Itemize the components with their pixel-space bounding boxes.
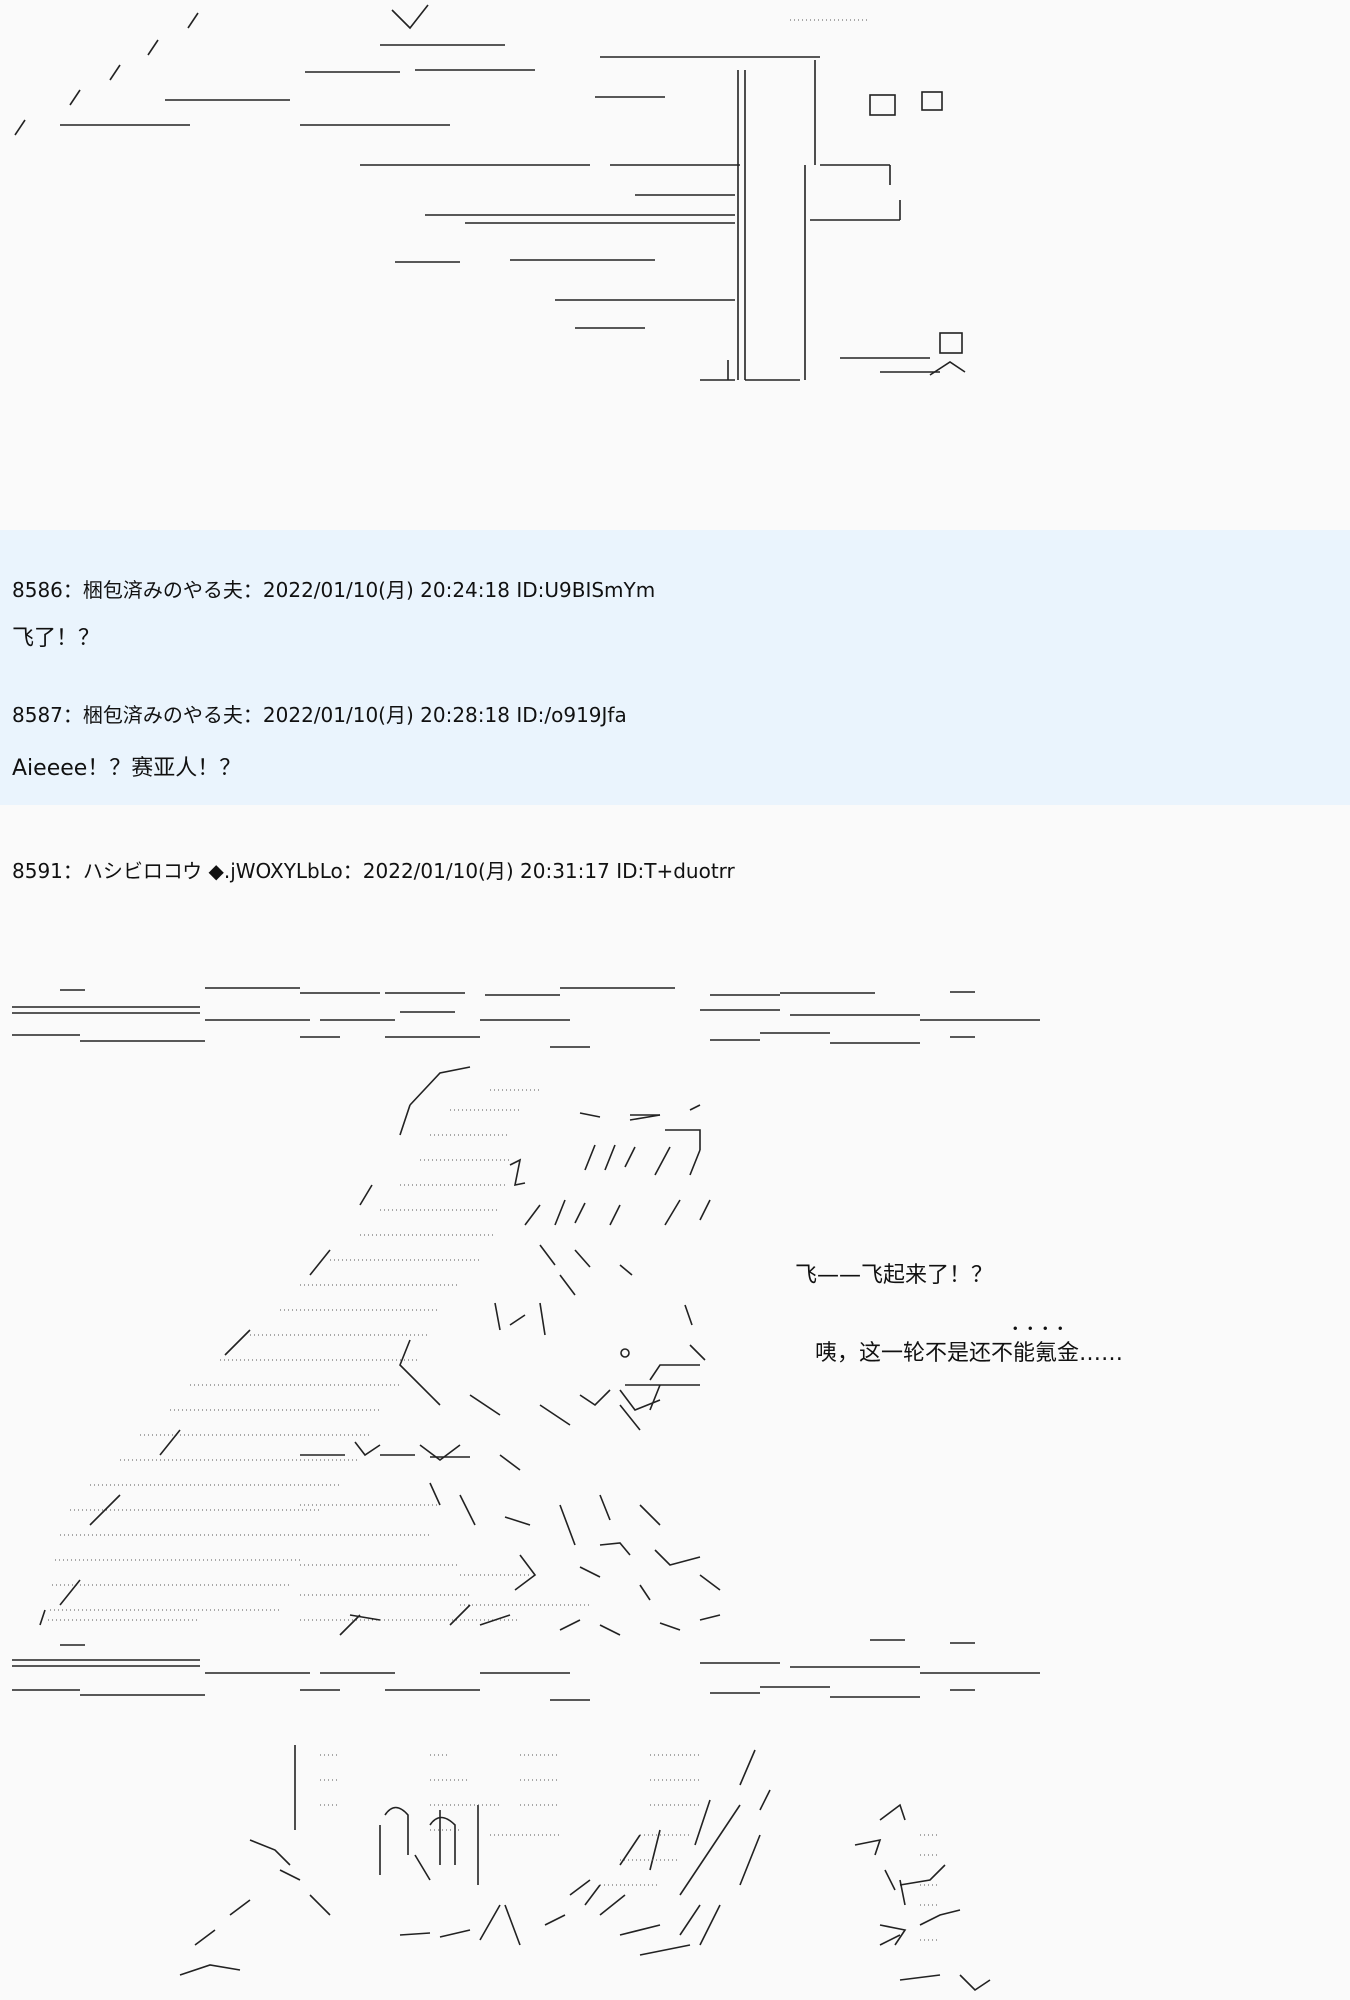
poster-name: 梱包済みのやる夫 (82, 703, 243, 727)
post-header: 8586：梱包済みのやる夫：2022/01/10(月) 20:24:18 ID:… (12, 574, 655, 603)
post-header: 8587：梱包済みのやる夫：2022/01/10(月) 20:28:18 ID:… (12, 699, 627, 728)
post-header: 8591：ハシビロコウ ◆.jWOXYLbLo：2022/01/10(月) 20… (12, 855, 735, 884)
post-number[interactable]: 8587 (12, 703, 63, 727)
post-date: 2022/01/10(月) 20:28:18 (262, 703, 510, 727)
separator: ： (242, 703, 263, 727)
dialogue-line-2: 咦，这一轮不是还不能氪金…… (815, 1341, 1124, 1366)
separator: ： (62, 703, 83, 727)
post-8587: 8587：梱包済みのやる夫：2022/01/10(月) 20:28:18 ID:… (0, 655, 1350, 805)
dialogue-ellipsis: ．．．． (1010, 1311, 1082, 1336)
post-date: 2022/01/10(月) 20:24:18 (262, 578, 510, 602)
poster-id[interactable]: ID:U9BISmYm (516, 578, 656, 602)
poster-id[interactable]: ID:/o919Jfa (516, 703, 627, 727)
separator: ： (62, 859, 83, 883)
post-body: Aieeee！？赛亚人！？ (12, 756, 242, 781)
ascii-art-character (12, 987, 1040, 1701)
post-art-top (0, 0, 1350, 530)
post-number[interactable]: 8591 (12, 859, 63, 883)
separator: ： (242, 578, 263, 602)
ascii-art-lower (179, 1745, 991, 1992)
post-8586: 8586：梱包済みのやる夫：2022/01/10(月) 20:24:18 ID:… (0, 530, 1350, 655)
post-number[interactable]: 8586 (12, 578, 63, 602)
dialogue-line-1: 飞——飞起来了！？ (795, 1263, 994, 1288)
post-body: 飞了！？ (12, 626, 101, 651)
poster-id[interactable]: ID:T+duotrr (616, 859, 735, 883)
post-date: 2022/01/10(月) 20:31:17 (362, 859, 610, 883)
separator: ： (62, 578, 83, 602)
poster-name: 梱包済みのやる夫 (82, 578, 243, 602)
separator: ： (342, 859, 363, 883)
poster-name: ハシビロコウ ◆.jWOXYLbLo (82, 859, 343, 883)
ascii-art-speed-lines (14, 4, 966, 381)
post-8591: 8591：ハシビロコウ ◆.jWOXYLbLo：2022/01/10(月) 20… (0, 805, 1350, 2000)
